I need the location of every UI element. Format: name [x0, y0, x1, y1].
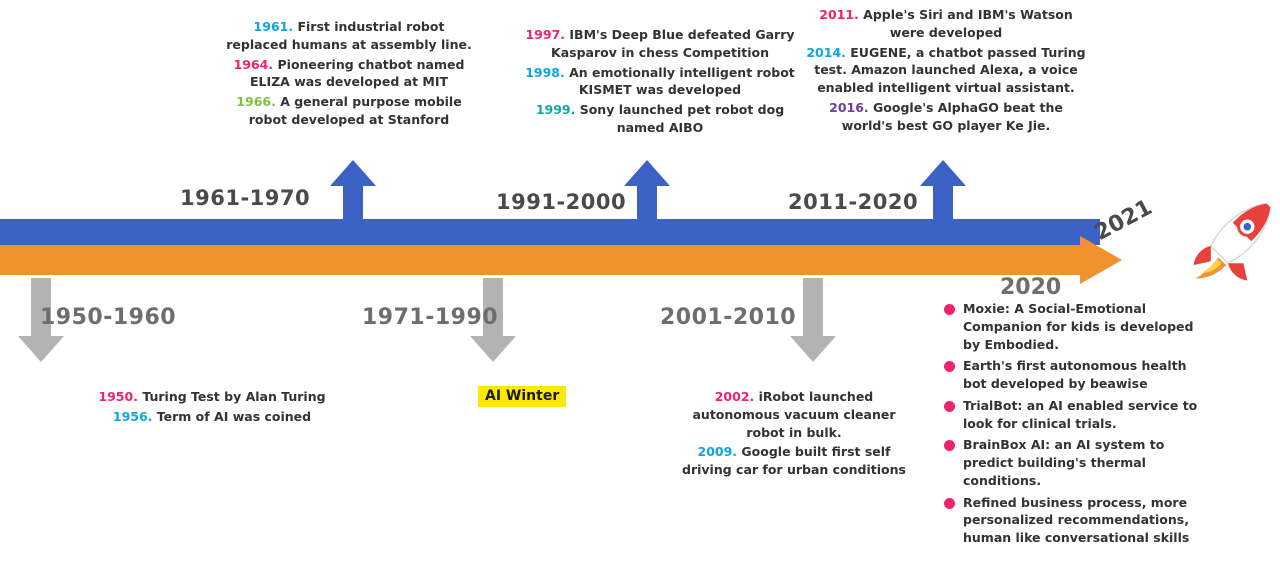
- note-text: Term of AI was coined: [156, 408, 312, 424]
- note-text: iRobot launched autonomous vacuum cleane…: [692, 389, 896, 440]
- note-group-1950-1960: 1950. Turing Test by Alan Turing 1956. T…: [92, 388, 332, 428]
- era-label-2021: 2021: [1090, 195, 1157, 246]
- note-item: 1956. Term of AI was coined: [92, 408, 332, 426]
- note-item: 2016. Google's AlphaGO beat the world's …: [806, 99, 1086, 135]
- note-item: 1998. An emotionally intelligent robot K…: [520, 64, 800, 100]
- ai-winter-badge: AI Winter: [478, 386, 567, 408]
- note-text: Turing Test by Alan Turing: [142, 389, 326, 404]
- bullet-text: Refined business process, more personali…: [963, 494, 1190, 546]
- list-item: BrainBox AI: an AI system to predict bui…: [944, 436, 1202, 489]
- list-item: Refined business process, more personali…: [944, 494, 1202, 547]
- note-year: 1999.: [535, 102, 576, 117]
- note-group-1991-2000: 1997. IBM's Deep Blue defeated Garry Kas…: [520, 26, 800, 139]
- list-item: Moxie: A Social-Emotional Companion for …: [944, 300, 1202, 353]
- note-text: EUGENE, a chatbot passed Turing test. Am…: [814, 44, 1086, 96]
- note-item: 2009. Google built first self driving ca…: [680, 443, 908, 479]
- era-label-1961-1970: 1961-1970: [180, 186, 311, 210]
- note-group-1961-1970: 1961. First industrial robot replaced hu…: [225, 18, 473, 131]
- note-item: 1999. Sony launched pet robot dog named …: [520, 101, 800, 137]
- era-label-1991-2000: 1991-2000: [496, 190, 627, 214]
- note-year: 1997.: [525, 27, 566, 42]
- bullet-dot-icon: [944, 361, 955, 373]
- note-text: Google built first self driving car for …: [682, 444, 906, 477]
- bullet-text: TrialBot: an AI enabled service to look …: [963, 397, 1198, 431]
- timeline-bar-blue: [0, 219, 1100, 245]
- arrow-head: [624, 160, 670, 186]
- note-year: 1998.: [525, 64, 565, 80]
- note-group-2011-2020: 2011. Apple's Siri and IBM's Watson were…: [806, 6, 1086, 136]
- note-item: 2002. iRobot launched autonomous vacuum …: [680, 388, 908, 441]
- note-item: 1964. Pioneering chatbot named ELIZA was…: [225, 56, 473, 92]
- era-label-2001-2010: 2001-2010: [660, 305, 797, 330]
- era-label-2011-2020: 2011-2020: [788, 190, 919, 214]
- note-year: 1964.: [233, 56, 274, 72]
- arrow-shaft: [31, 278, 51, 340]
- bullet-dot-icon: [944, 440, 955, 452]
- note-year: 2016.: [829, 99, 869, 115]
- note-year: 2002.: [714, 389, 755, 404]
- note-year: 2009.: [697, 444, 738, 460]
- era-label-1971-1990: 1971-1990: [362, 305, 499, 330]
- note-text: An emotionally intelligent robot KISMET …: [569, 64, 795, 98]
- arrow-shaft: [483, 278, 503, 340]
- note-text: IBM's Deep Blue defeated Garry Kasparov …: [551, 27, 795, 60]
- note-year: 2014.: [806, 44, 846, 60]
- arrow-head: [470, 336, 516, 362]
- note-item: 1997. IBM's Deep Blue defeated Garry Kas…: [520, 26, 800, 62]
- note-item: 2014. EUGENE, a chatbot passed Turing te…: [806, 44, 1086, 97]
- era-label-2020: 2020: [1000, 275, 1062, 300]
- bullet-dot-icon: [944, 304, 955, 315]
- note-year: 2011.: [819, 7, 859, 22]
- timeline-bar-orange: [0, 245, 1085, 275]
- arrow-head: [330, 160, 376, 186]
- note-year: 1950.: [98, 389, 138, 404]
- arrow-head: [18, 336, 64, 362]
- note-item: 2011. Apple's Siri and IBM's Watson were…: [806, 6, 1086, 42]
- arrow-head: [920, 160, 966, 186]
- note-group-2001-2010: 2002. iRobot launched autonomous vacuum …: [680, 388, 908, 481]
- arrow-head: [790, 336, 836, 362]
- rocket-icon: [1182, 196, 1278, 292]
- note-item: 1961. First industrial robot replaced hu…: [225, 18, 473, 54]
- list-item: TrialBot: an AI enabled service to look …: [944, 397, 1202, 433]
- bullet-text: BrainBox AI: an AI system to predict bui…: [963, 437, 1165, 488]
- note-year: 1956.: [112, 408, 153, 424]
- note-text: Sony launched pet robot dog named AIBO: [579, 102, 785, 135]
- note-text: Pioneering chatbot named ELIZA was devel…: [249, 56, 465, 90]
- note-text: Apple's Siri and IBM's Watson were devel…: [863, 7, 1073, 40]
- bullet-text: Earth's first autonomous health bot deve…: [963, 358, 1187, 391]
- note-text: A general purpose mobile robot developed…: [248, 94, 462, 127]
- bullet-list-2020: Moxie: A Social-Emotional Companion for …: [944, 300, 1202, 551]
- era-label-1950-1960: 1950-1960: [40, 305, 177, 330]
- timeline-arrow-head-orange: [1080, 236, 1122, 284]
- note-year: 1966.: [236, 94, 276, 109]
- note-item: 1950. Turing Test by Alan Turing: [92, 388, 332, 406]
- list-item: Earth's first autonomous health bot deve…: [944, 357, 1202, 393]
- note-text: First industrial robot replaced humans a…: [226, 19, 472, 52]
- bullet-dot-icon: [944, 400, 955, 412]
- bullet-dot-icon: [944, 497, 955, 509]
- note-item: 1966. A general purpose mobile robot dev…: [225, 93, 473, 129]
- note-text: Google's AlphaGO beat the world's best G…: [841, 99, 1063, 133]
- note-year: 1961.: [253, 19, 294, 34]
- arrow-shaft: [803, 278, 823, 340]
- bullet-text: Moxie: A Social-Emotional Companion for …: [963, 301, 1194, 352]
